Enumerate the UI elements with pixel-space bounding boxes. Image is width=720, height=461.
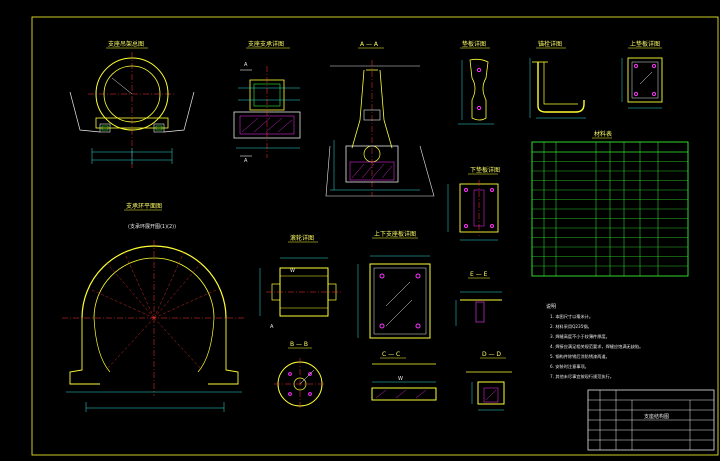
shim-plate-view: 垫板详图 — [458, 40, 494, 125]
note-line: 6. 安装时注意事项。 — [550, 363, 589, 370]
view-title-roller: 滚轮详图 — [290, 234, 314, 242]
support-front-view: 支座吊架总图 — [69, 40, 195, 170]
view-title-support-side: 支座支承详图 — [248, 40, 284, 48]
view-title-upper-plate: 上垫板详图 — [630, 40, 660, 48]
section-mark-a-top: A — [244, 62, 248, 68]
view-title-section-aa: A — A — [360, 41, 379, 48]
section-mark-w-roller: W — [290, 268, 295, 274]
notes-block: 说明 1. 本图尺寸以毫米计。 2. 材料采用Q235钢。 3. 焊缝高度不小于… — [546, 303, 643, 380]
upper-lower-plate-view: 上下支座板详图 — [357, 230, 431, 339]
title-block: 支座结构图 — [587, 389, 715, 451]
sheet-frame — [31, 16, 719, 456]
note-line: 7. 其他未尽事宜按现行规范执行。 — [550, 373, 614, 380]
section-aa-view: A — A — [325, 41, 435, 197]
section-mark-a-roller: A — [270, 324, 274, 330]
ring-plan-note: (支承环展开图(1)(2)) — [128, 223, 176, 230]
view-title-lower-plate: 下垫板详图 — [470, 166, 500, 174]
anchor-bolt-view: 锚栓详图 — [529, 40, 586, 119]
section-dd-view: D — D — [466, 351, 512, 411]
note-line: 4. 焊接应满足相关规范要求，焊缝应饱满无缺陷。 — [550, 343, 643, 350]
section-bb-view: B — B — [274, 341, 326, 410]
view-title-support-front: 支座吊架总图 — [108, 40, 144, 48]
upper-plate-view: 上垫板详图 — [621, 40, 663, 109]
view-title-material-table: 材料表 — [594, 130, 612, 138]
view-title-section-cc: C — C — [382, 351, 400, 358]
notes-title: 说明 — [546, 303, 556, 310]
section-cc-view: C — C W — [371, 351, 437, 401]
view-title-upper-lower-plate: 上下支座板详图 — [374, 230, 416, 238]
section-mark-a-bottom: A — [244, 158, 248, 164]
roller-view: 滚轮详图 W A — [259, 234, 342, 330]
ring-plan-view: 支承环平面图 (支承环展开图(1)(2)) — [62, 202, 246, 412]
note-line: 1. 本图尺寸以毫米计。 — [550, 313, 593, 320]
material-table: 材料表 — [531, 130, 689, 277]
drawing-name: 支座结构图 — [644, 413, 669, 420]
lower-plate-view: 下垫板详图 — [447, 166, 500, 241]
note-line: 5. 钢构件除锈后涂防锈漆两道。 — [550, 353, 610, 360]
view-title-ring-plan: 支承环平面图 — [126, 202, 162, 210]
note-line: 3. 焊缝高度不小于较薄件厚度。 — [550, 333, 610, 340]
view-title-section-ee: E — E — [470, 271, 488, 278]
section-ee-view: E — E — [455, 271, 502, 326]
view-title-section-dd: D — D — [482, 351, 501, 358]
view-title-shim-plate: 垫板详图 — [462, 40, 486, 48]
section-mark-w-cc: W — [398, 376, 403, 382]
view-title-section-bb: B — B — [290, 341, 308, 348]
support-side-view: 支座支承详图 A A — [233, 40, 301, 164]
view-title-anchor-bolt: 锚栓详图 — [538, 40, 562, 48]
note-line: 2. 材料采用Q235钢。 — [550, 323, 592, 330]
